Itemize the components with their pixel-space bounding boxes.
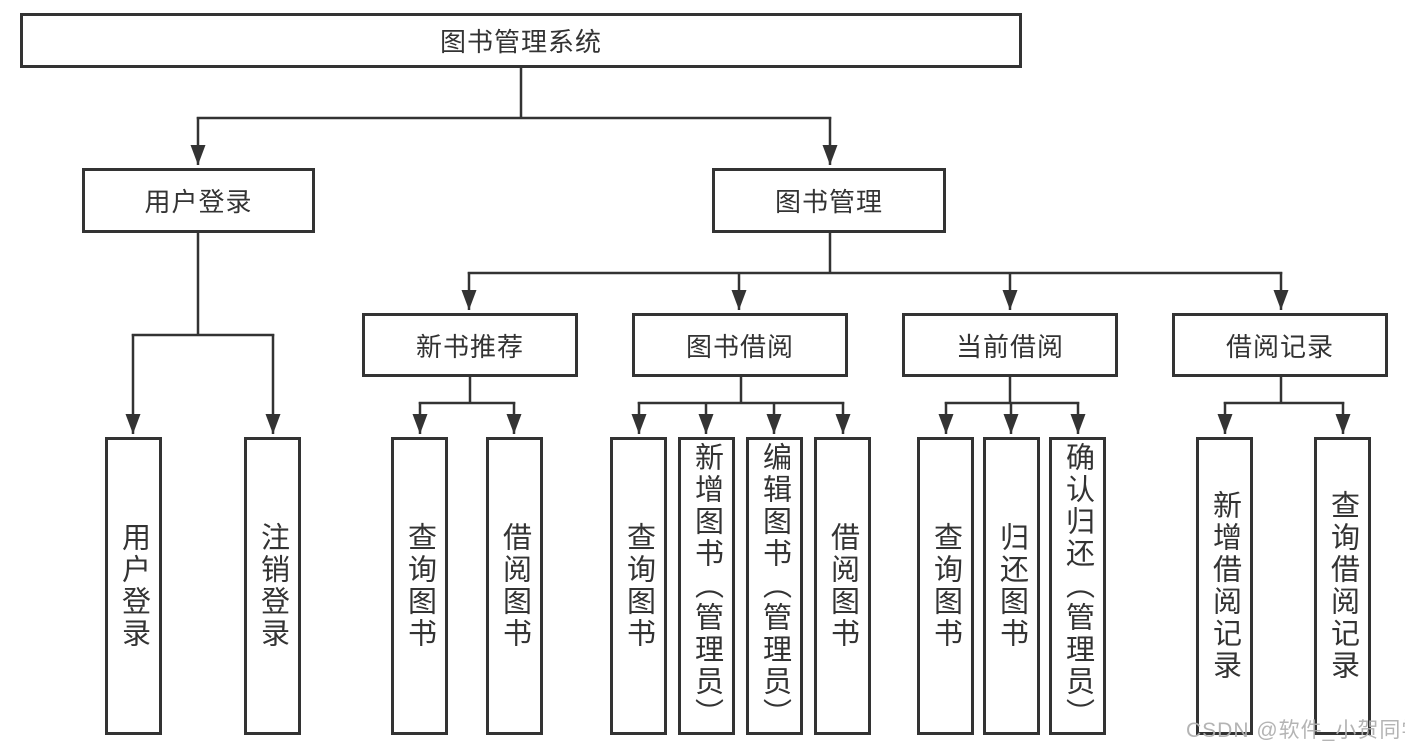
node-label: 图书管理 (774, 187, 883, 217)
leaf-label: 注销登录 (256, 522, 289, 650)
leaf-label: 借阅图书 (498, 522, 531, 650)
leaf-borrow-books-recommend: 借阅图书 (486, 437, 543, 735)
leaf-add-borrow-record: 新增借阅记录 (1196, 437, 1253, 735)
leaf-label: 用户登录 (117, 522, 150, 650)
leaf-query-books-current: 查询图书 (917, 437, 974, 735)
leaf-user-login: 用户登录 (105, 437, 162, 735)
leaf-query-borrow-record: 查询借阅记录 (1314, 437, 1371, 735)
leaf-label: 新增图书（管理员） (690, 442, 723, 730)
leaf-label: 新增借阅记录 (1208, 490, 1241, 682)
node-label: 当前借阅 (955, 331, 1064, 362)
leaf-edit-books-admin: 编辑图书（管理员） (746, 437, 803, 735)
node-label: 新书推荐 (415, 331, 524, 362)
node-borrow-records: 借阅记录 (1172, 313, 1388, 377)
node-label: 借阅记录 (1225, 331, 1334, 362)
node-user-login: 用户登录 (82, 168, 315, 233)
leaf-label: 编辑图书（管理员） (758, 442, 791, 730)
leaf-query-books-recommend: 查询图书 (391, 437, 448, 735)
leaf-label: 查询图书 (622, 522, 655, 650)
leaf-label: 借阅图书 (826, 522, 859, 650)
node-book-borrow: 图书借阅 (632, 313, 848, 377)
leaf-query-books-borrow: 查询图书 (610, 437, 667, 735)
leaf-label: 归还图书 (995, 522, 1028, 650)
leaf-add-books-admin: 新增图书（管理员） (678, 437, 735, 735)
node-current-borrow: 当前借阅 (902, 313, 1118, 377)
leaf-return-books: 归还图书 (983, 437, 1040, 735)
csdn-watermark: CSDN @软件_小贺同学 (1186, 719, 1405, 742)
node-new-book-recommend: 新书推荐 (362, 313, 578, 377)
node-label: 用户登录 (144, 187, 253, 217)
leaf-confirm-return-admin: 确认归还（管理员） (1049, 437, 1106, 735)
leaf-label: 确认归还（管理员） (1061, 442, 1094, 730)
leaf-label: 查询图书 (403, 522, 436, 650)
node-label: 图书借阅 (685, 331, 794, 362)
node-library-management-system: 图书管理系统 (20, 13, 1022, 68)
leaf-label: 查询借阅记录 (1326, 490, 1359, 682)
leaf-label: 查询图书 (929, 522, 962, 650)
leaf-borrow-books: 借阅图书 (814, 437, 871, 735)
node-book-management: 图书管理 (712, 168, 946, 233)
leaf-logout: 注销登录 (244, 437, 301, 735)
node-label: 图书管理系统 (439, 27, 602, 57)
